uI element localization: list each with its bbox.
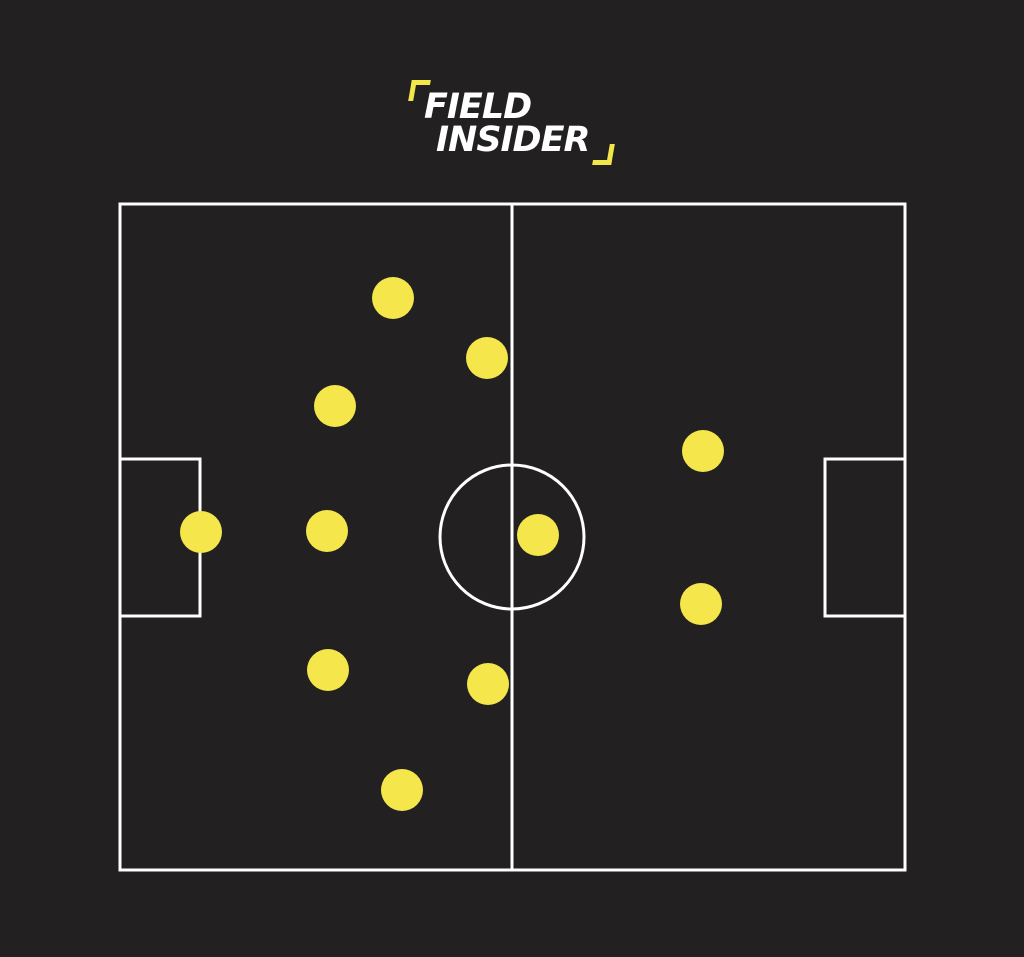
player-defender [307, 649, 349, 691]
players-group [180, 277, 724, 811]
player-midfielder [467, 663, 509, 705]
logo-text-field: FIELD [424, 87, 532, 127]
player-midfielder [466, 337, 508, 379]
player-midfielder [381, 769, 423, 811]
player-defender [314, 385, 356, 427]
center-circle [438, 463, 586, 611]
player-forward [680, 583, 722, 625]
player-goalkeeper [180, 511, 222, 553]
player-midfielder [372, 277, 414, 319]
logo-text-insider: INSIDER [436, 120, 590, 160]
player-forward [682, 430, 724, 472]
right-goal-area [823, 457, 907, 618]
player-defender [306, 510, 348, 552]
player-attacking-midfielder [517, 514, 559, 556]
field-insider-logo: FIELD INSIDER [408, 78, 615, 170]
